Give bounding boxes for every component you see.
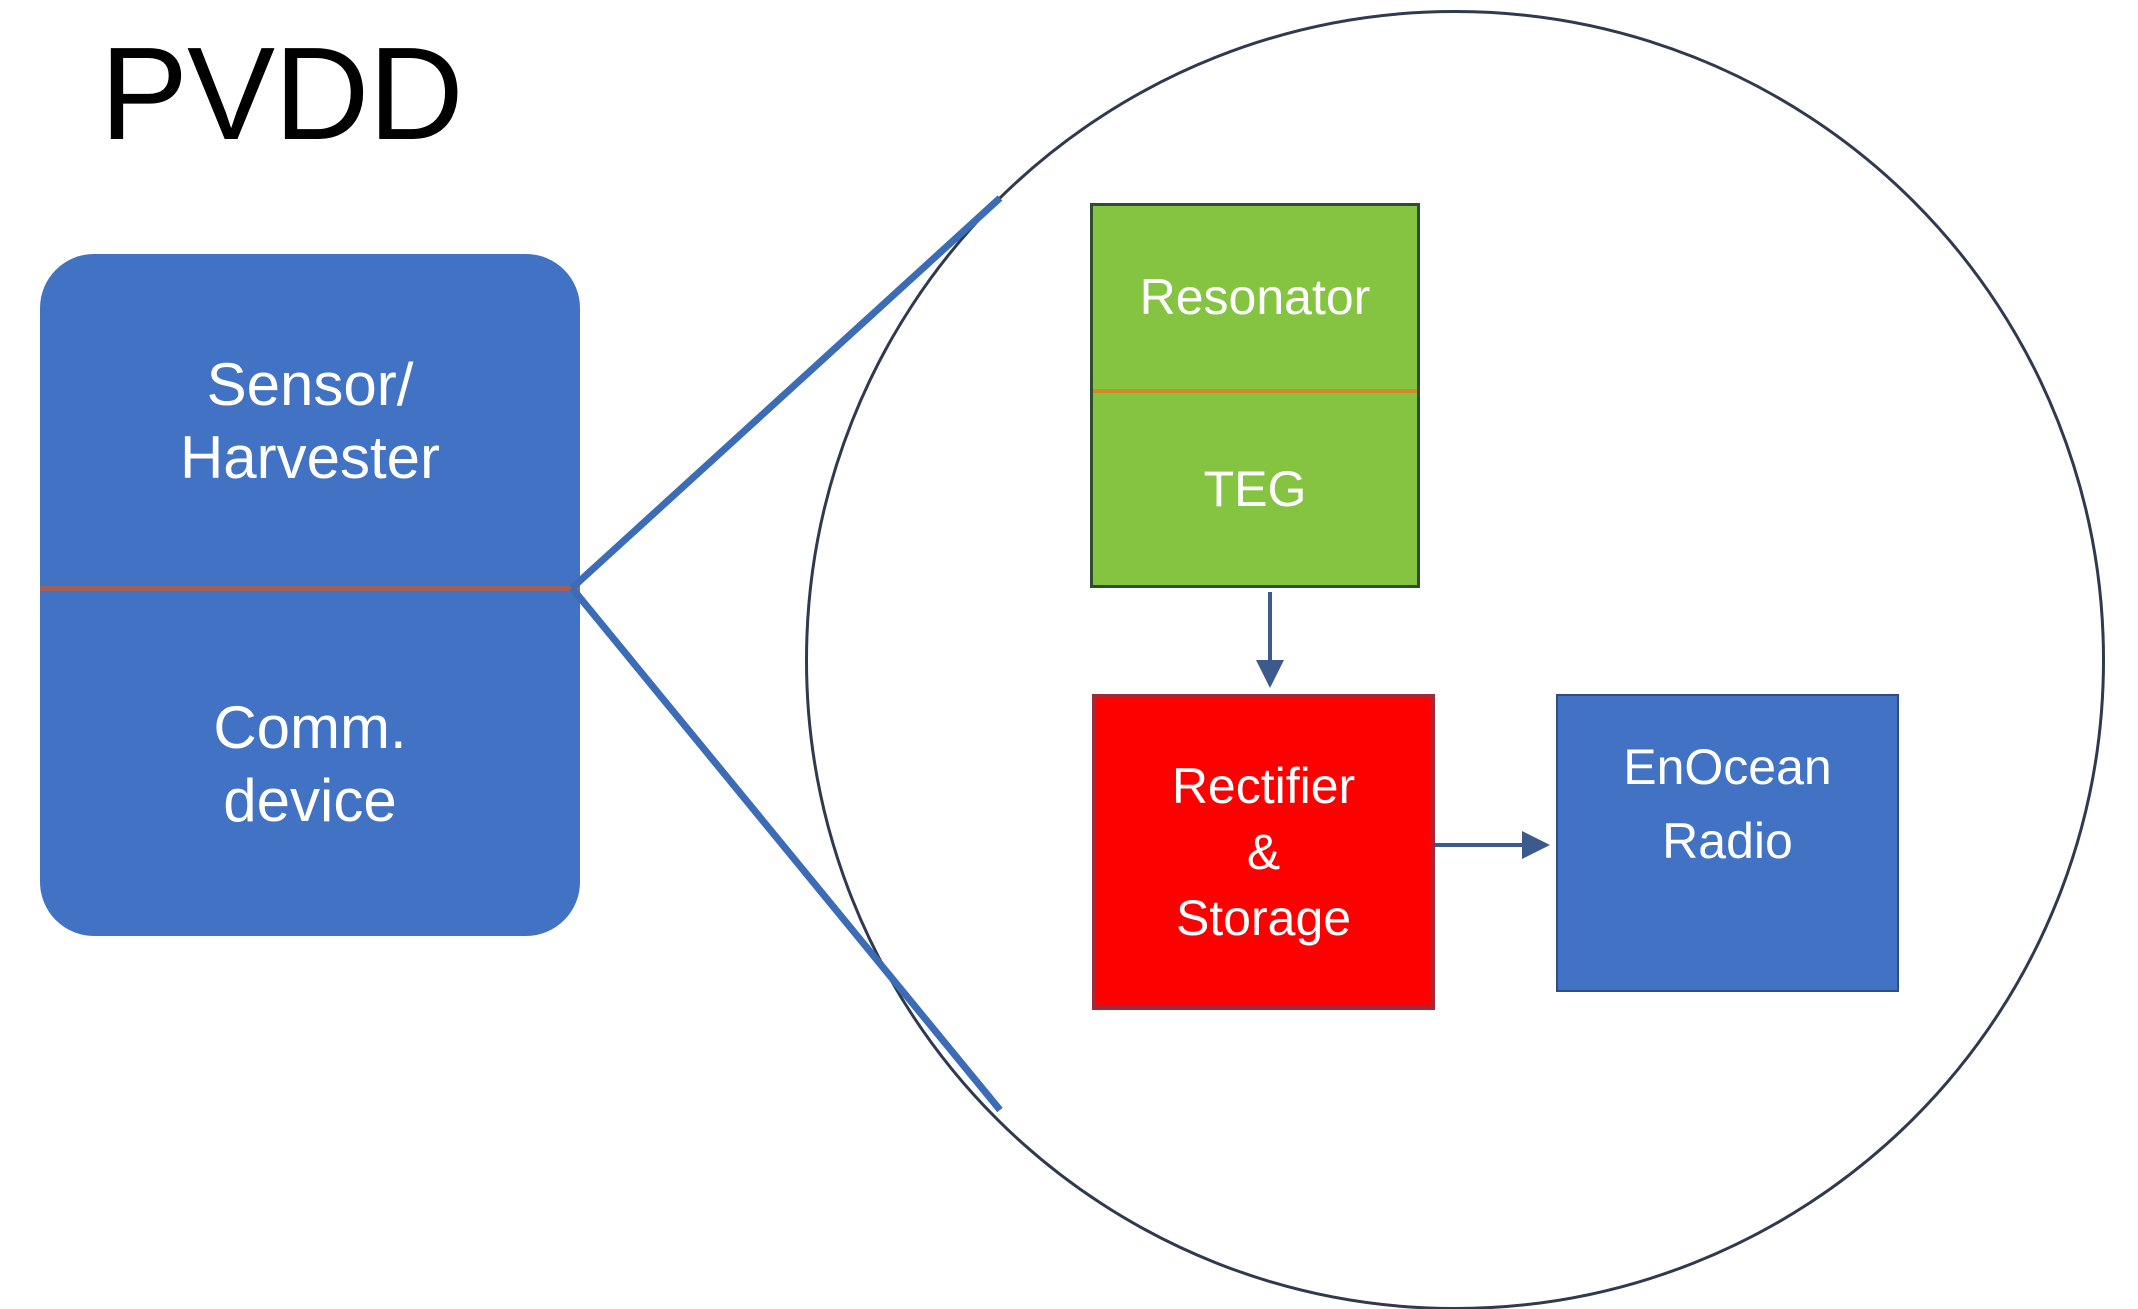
teg-label: TEG [1203,460,1307,517]
rectifier-label-line-3: Storage [1175,890,1352,946]
device-block: Sensor/ Harvester Comm. device [40,254,580,936]
sensor-label-line-1: Sensor/ [206,350,414,418]
device-block-sensor-harvester-label: Sensor/ Harvester [40,254,580,588]
radio-label-line-1: EnOcean [1623,739,1832,795]
rectifier-label-line-2: & [1246,824,1281,880]
device-block-divider [40,586,580,591]
sensor-label-line-2: Harvester [179,424,441,491]
rectifier-storage-block: Rectifier & Storage [1092,694,1435,1010]
rectifier-label-line-1: Rectifier [1171,758,1356,814]
enocean-radio-block: EnOcean Radio [1556,694,1899,992]
resonator-label: Resonator [1139,269,1371,326]
comm-label-line-1: Comm. [213,693,407,761]
page-title: PVDD [100,20,464,167]
device-block-comm-device-label: Comm. device [40,592,580,936]
detail-circle [805,10,2105,1309]
resonator-teg-block: Resonator TEG [1090,203,1420,588]
radio-label-line-2: Radio [1662,813,1793,869]
resonator-teg-divider [1093,388,1417,393]
comm-label-line-2: device [223,767,397,834]
